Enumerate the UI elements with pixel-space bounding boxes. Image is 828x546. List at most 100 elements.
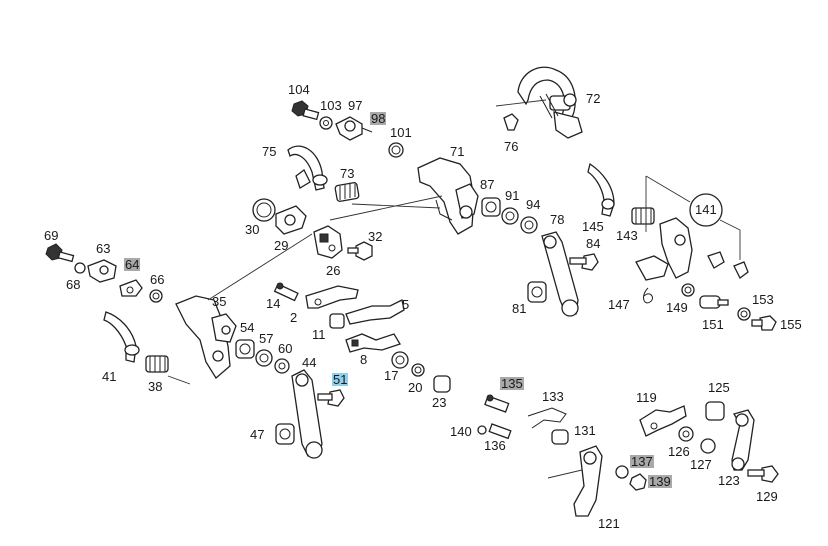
lead-line-38 — [167, 375, 191, 385]
label-129: 129 — [756, 489, 778, 504]
part-155-bolt — [751, 315, 777, 331]
label-54: 54 — [240, 320, 255, 335]
part-73-needle-bearing — [334, 182, 360, 202]
label-103: 103 — [320, 98, 342, 113]
part-143-needle-bearing — [631, 207, 655, 225]
label-135: 135 — [500, 376, 524, 391]
part-20-washer — [411, 363, 425, 377]
part-71-housing — [417, 157, 479, 235]
label-57: 57 — [259, 331, 274, 346]
label-38: 38 — [148, 379, 163, 394]
part-54-bushing — [235, 339, 255, 359]
label-81: 81 — [512, 301, 527, 316]
part-8-plate — [345, 333, 401, 353]
label-47: 47 — [250, 427, 265, 442]
label-72: 72 — [586, 91, 601, 106]
label-155: 155 — [780, 317, 802, 332]
part-64-plate — [119, 279, 143, 297]
label-131: 131 — [574, 423, 596, 438]
label-136: 136 — [484, 438, 506, 453]
part-125-bushing — [705, 401, 725, 421]
lead-line-121 — [547, 469, 583, 479]
part-66-ring — [149, 289, 163, 303]
part-75-shift-fork — [287, 145, 328, 191]
label-32: 32 — [368, 229, 383, 244]
part-41-shift-fork — [103, 311, 140, 363]
label-97: 97 — [348, 98, 363, 113]
label-8: 8 — [360, 352, 368, 367]
part-141-circle — [689, 193, 723, 227]
lead-line-35 — [207, 233, 313, 301]
label-60: 60 — [278, 341, 293, 356]
part-145-shift-fork — [587, 162, 615, 217]
part-123-lever — [731, 409, 755, 471]
part-153-washer — [737, 307, 751, 321]
part-151-pin — [699, 295, 729, 309]
part-87-bushing — [481, 197, 501, 217]
part-139-nut — [629, 473, 647, 491]
part-30-ring — [252, 198, 276, 222]
part-5-bracket — [345, 299, 405, 325]
label-91: 91 — [505, 188, 520, 203]
part-69-bolt — [45, 243, 75, 263]
label-140: 140 — [450, 424, 472, 439]
label-123: 123 — [718, 473, 740, 488]
part-104-bolt — [291, 100, 320, 121]
part-17-bushing — [391, 351, 409, 369]
label-64: 64 — [124, 257, 141, 272]
label-78: 78 — [550, 212, 565, 227]
label-26: 26 — [326, 263, 341, 278]
part-51-bolt — [317, 389, 345, 407]
lead-line-72 — [495, 99, 547, 107]
label-69: 69 — [44, 228, 59, 243]
label-126: 126 — [668, 444, 690, 459]
part-103-washer — [319, 116, 333, 130]
label-23: 23 — [432, 395, 447, 410]
part-136-pin — [488, 423, 512, 440]
label-75: 75 — [262, 144, 277, 159]
part-121-lever — [573, 445, 603, 517]
label-73: 73 — [340, 166, 355, 181]
label-133: 133 — [542, 389, 564, 404]
label-30: 30 — [245, 222, 260, 237]
part-44-lever — [291, 369, 323, 459]
part-11-bushing — [329, 313, 345, 329]
part-57-washer — [255, 349, 273, 367]
label-143: 143 — [616, 228, 638, 243]
lead-line-71 — [329, 195, 443, 221]
label-101: 101 — [390, 125, 412, 140]
part-35-housing — [175, 295, 237, 379]
label-151: 151 — [702, 317, 724, 332]
label-41: 41 — [102, 369, 117, 384]
part-60-bushing — [274, 358, 290, 374]
label-14: 14 — [266, 296, 281, 311]
part-147-spring — [643, 287, 653, 304]
label-63: 63 — [96, 241, 111, 256]
label-139: 139 — [648, 474, 672, 489]
part-91-washer — [501, 207, 519, 225]
label-35: 35 — [212, 294, 227, 309]
part-68-washer — [74, 262, 86, 274]
label-141: 141 — [695, 202, 717, 217]
label-121: 121 — [598, 516, 620, 531]
label-44: 44 — [302, 355, 317, 370]
label-20: 20 — [408, 380, 423, 395]
part-72-bracket — [517, 66, 583, 139]
part-127-bushing — [700, 438, 716, 454]
label-11: 11 — [312, 327, 326, 342]
part-84-bolt — [569, 253, 599, 271]
label-98: 98 — [370, 111, 387, 126]
label-29: 29 — [274, 238, 289, 253]
label-76: 76 — [504, 139, 519, 154]
label-17: 17 — [384, 368, 399, 383]
label-153: 153 — [752, 292, 774, 307]
label-147: 147 — [608, 297, 630, 312]
part-94-bushing — [520, 216, 538, 234]
label-104: 104 — [288, 82, 310, 97]
part-101-ring — [388, 142, 404, 158]
part-129-bolt — [747, 465, 779, 483]
part-131-bushing — [551, 429, 569, 445]
lead-line-141c — [719, 219, 741, 260]
label-149: 149 — [666, 300, 688, 315]
part-78-lever — [541, 231, 579, 317]
